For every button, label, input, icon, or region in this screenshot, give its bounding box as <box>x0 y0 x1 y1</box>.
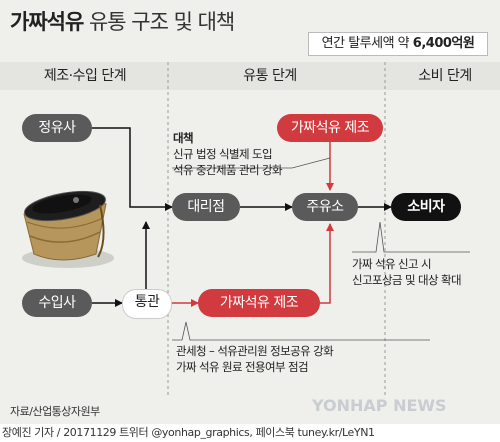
node-customs: 통관 <box>122 289 172 319</box>
title-rest: 유통 구조 및 대책 <box>88 10 235 34</box>
source-label: 자료/산업통상자원부 <box>10 405 100 418</box>
customs-note: 관세청 – 석유관리원 정보공유 강화 가짜 석유 원료 전용여부 점검 <box>176 343 334 375</box>
node-fake-oil-top: 가짜석유 제조 <box>277 114 383 142</box>
stage-header-band <box>0 62 500 90</box>
tax-evasion-amount: 6,400억원 <box>412 36 475 51</box>
page-title: 가짜석유 유통 구조 및 대책 <box>10 6 235 36</box>
tax-evasion-prefix: 연간 탈루세액 약 <box>321 36 410 51</box>
oil-barrel-icon <box>22 190 114 268</box>
stage-header-manufacture: 제조·수입 단계 <box>43 68 127 84</box>
node-gas-station: 주유소 <box>292 193 358 221</box>
reward-line1: 가짜 석유 신고 시 <box>352 257 432 271</box>
callout-reward <box>352 221 470 253</box>
callout-measures <box>172 157 331 169</box>
tax-evasion-box: 연간 탈루세액 약 6,400억원 <box>308 32 488 56</box>
stage-header-consumption: 소비 단계 <box>418 68 472 84</box>
reward-line2: 신고포상금 및 대상 확대 <box>352 273 462 287</box>
node-fake-oil-bottom: 가짜석유 제조 <box>198 289 320 317</box>
node-importer: 수입사 <box>22 289 92 317</box>
credit-footer: 장예진 기자 / 20171129 트위터 @yonhap_graphics, … <box>0 424 500 442</box>
arrow-fakeoil-bottom-station <box>320 223 334 304</box>
measures-title: 대책 <box>173 131 194 145</box>
node-refinery: 정유사 <box>22 114 92 142</box>
customs-line1: 관세청 – 석유관리원 정보공유 강화 <box>176 344 334 358</box>
node-consumer: 소비자 <box>391 193 461 221</box>
title-highlight: 가짜석유 <box>10 10 84 34</box>
measures-line2: 석유 중간제품 관리 강화 <box>173 163 283 177</box>
reward-note: 가짜 석유 신고 시 신고포상금 및 대상 확대 <box>352 256 462 288</box>
callout-customs <box>172 321 430 341</box>
stage-header-distribution: 유통 단계 <box>243 68 297 84</box>
measures-note: 대책 신규 법정 식별제 도입 석유 중간제품 관리 강화 <box>173 130 283 178</box>
customs-line2: 가짜 석유 원료 전용여부 점검 <box>176 360 309 374</box>
node-agency: 대리점 <box>172 193 240 221</box>
arrow-refinery-agency <box>92 127 173 211</box>
measures-line1: 신규 법정 식별제 도입 <box>173 147 273 161</box>
watermark: YONHAP NEWS <box>312 396 447 415</box>
